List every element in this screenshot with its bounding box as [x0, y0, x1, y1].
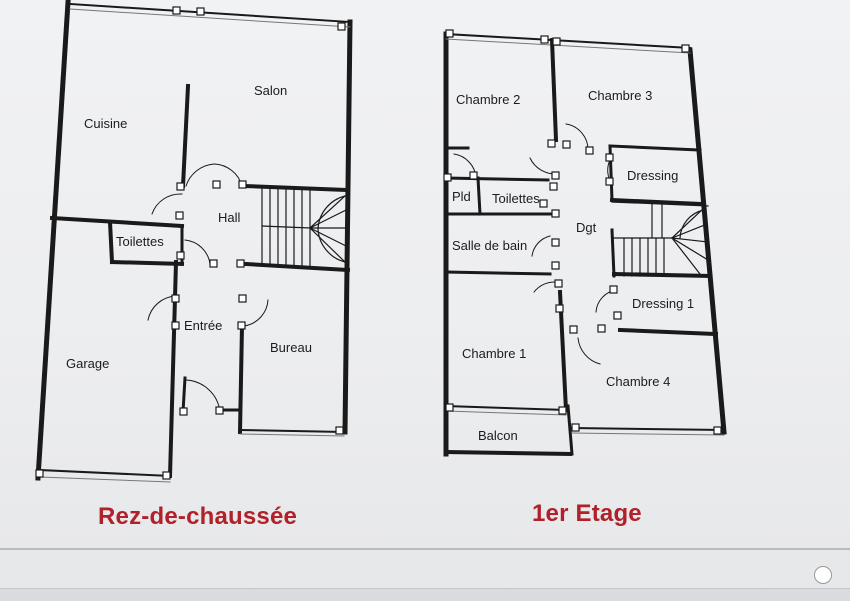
room-hall: Hall — [218, 210, 241, 225]
room-cuisine: Cuisine — [84, 116, 127, 131]
room-entree: Entrée — [184, 318, 222, 333]
screen-bottom-edge — [0, 548, 850, 550]
room-salle-de-bain: Salle de bain — [452, 238, 527, 253]
first-floor-plan — [443, 29, 727, 457]
monitor-bezel — [0, 588, 850, 601]
watermark-logo-icon — [814, 566, 832, 584]
first-floor-title: 1er Etage — [532, 500, 642, 527]
room-chambre-3: Chambre 3 — [588, 88, 652, 103]
room-dgt: Dgt — [576, 220, 597, 235]
room-pld: Pld — [452, 189, 471, 204]
room-chambre-1: Chambre 1 — [462, 346, 526, 361]
floor-plans: Salon Cuisine Hall Toilettes Entrée Gara… — [35, 0, 727, 483]
room-dressing-1: Dressing 1 — [632, 296, 694, 311]
room-bureau: Bureau — [270, 340, 312, 355]
ground-floor-plan — [35, 0, 353, 483]
room-chambre-4: Chambre 4 — [606, 374, 670, 389]
room-dressing: Dressing — [627, 168, 678, 183]
room-salon: Salon — [254, 83, 287, 98]
room-garage: Garage — [66, 356, 109, 371]
room-toilettes-rdc: Toilettes — [116, 234, 164, 249]
room-toilettes-etage: Toilettes — [492, 191, 540, 206]
room-balcon: Balcon — [478, 428, 518, 443]
room-chambre-2: Chambre 2 — [456, 92, 520, 107]
ground-floor-title: Rez-de-chaussée — [98, 503, 298, 530]
